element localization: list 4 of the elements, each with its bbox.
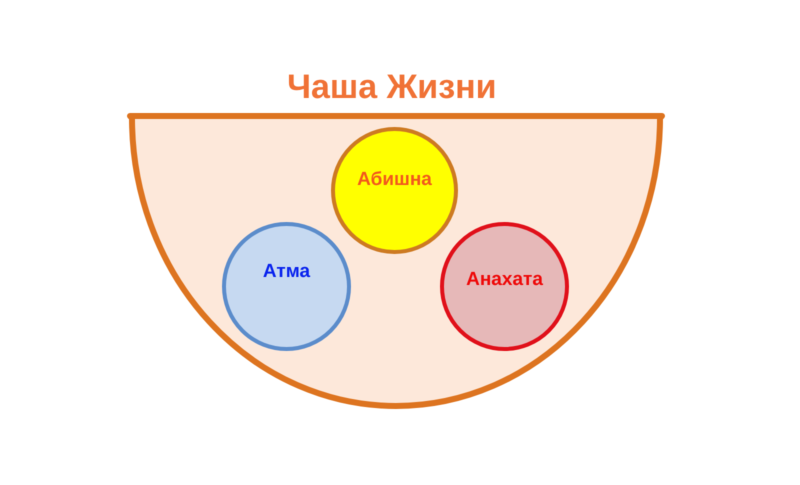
circle-label: Абишна xyxy=(357,170,432,191)
bowl-title: Чаша Жизни xyxy=(287,70,497,106)
circle-label: Анахата xyxy=(466,270,543,291)
circle-label: Атма xyxy=(262,262,310,283)
